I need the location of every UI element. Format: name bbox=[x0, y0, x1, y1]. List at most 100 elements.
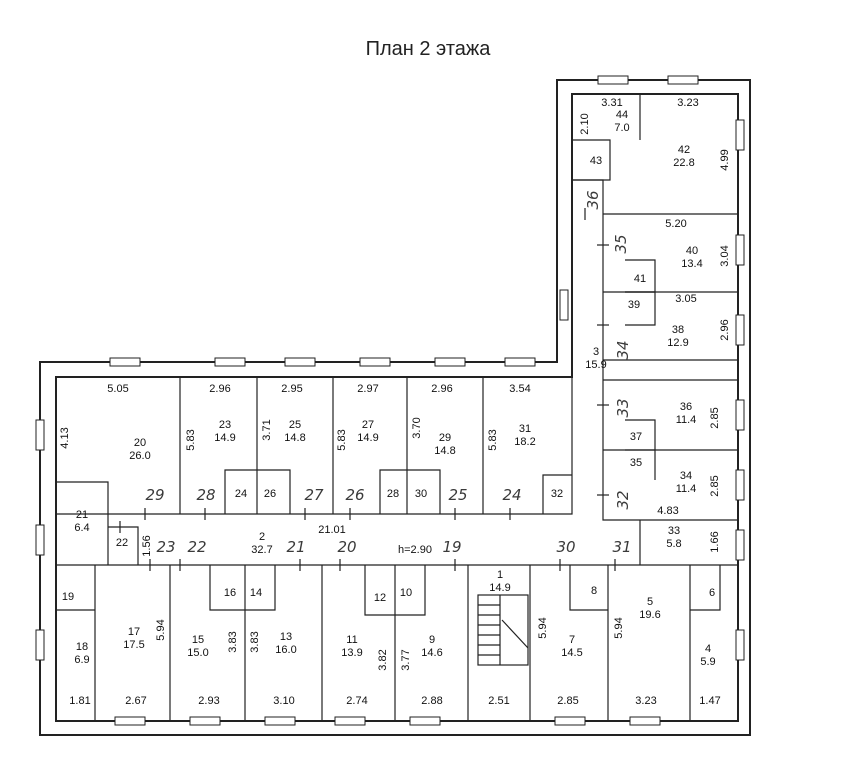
handwritten-mark: 25 bbox=[448, 486, 467, 504]
room-number: 42 bbox=[678, 144, 690, 156]
room-number: 15 bbox=[192, 634, 204, 646]
dimension-label: 3.83 bbox=[249, 631, 261, 652]
handwritten-mark: 19 bbox=[442, 538, 461, 556]
room-number: 20 bbox=[134, 437, 146, 449]
room-number: 26 bbox=[264, 488, 276, 500]
dimension-label: 3.23 bbox=[635, 695, 656, 707]
room-number: 11 bbox=[346, 634, 357, 646]
dimension-label: 3.04 bbox=[719, 245, 731, 266]
dimension-label: 2.88 bbox=[421, 695, 442, 707]
room-area: 14.9 bbox=[357, 432, 378, 444]
room-number: 4 bbox=[705, 643, 711, 655]
room-number: 1 bbox=[497, 569, 503, 581]
room-area: 14.9 bbox=[489, 582, 510, 594]
dimension-label: 4.83 bbox=[657, 505, 678, 517]
dimension-label: 5.83 bbox=[185, 429, 197, 450]
handwritten-mark: 24 bbox=[502, 486, 521, 504]
room-number: 23 bbox=[219, 419, 231, 431]
room-number: 18 bbox=[76, 641, 88, 653]
room-number: 14 bbox=[250, 587, 262, 599]
staircase bbox=[477, 594, 529, 666]
dimension-label: 2.96 bbox=[209, 383, 230, 395]
room-area: 5.9 bbox=[700, 656, 715, 668]
room-number: 29 bbox=[439, 432, 451, 444]
dimension-label: 2.51 bbox=[488, 695, 509, 707]
plan-title: План 2 этажа bbox=[366, 38, 492, 60]
room-number: 13 bbox=[280, 631, 292, 643]
room-labels: 114.9232.7315.945.9519.66714.58914.61011… bbox=[62, 109, 716, 668]
dimension-label: 2.93 bbox=[198, 695, 219, 707]
room-number: 25 bbox=[289, 419, 301, 431]
room-area: 6.4 bbox=[74, 522, 89, 534]
room-area: 22.8 bbox=[673, 157, 694, 169]
dimension-label: 1.56 bbox=[141, 535, 153, 556]
room-number: 36 bbox=[680, 401, 692, 413]
dimension-label: 2.85 bbox=[557, 695, 578, 707]
dimension-label: 21.01 bbox=[318, 524, 346, 536]
room-number: 9 bbox=[429, 634, 435, 646]
room-number: 41 bbox=[634, 273, 646, 285]
handwritten-mark: 22 bbox=[187, 538, 206, 556]
room-number: 35 bbox=[630, 457, 642, 469]
dimension-label: 2.85 bbox=[709, 475, 721, 496]
room-area: 15.0 bbox=[187, 647, 208, 659]
room-number: 10 bbox=[400, 587, 412, 599]
dimension-label: 1.47 bbox=[699, 695, 720, 707]
dimension-label: 3.71 bbox=[261, 419, 273, 440]
room-area: 14.5 bbox=[561, 647, 582, 659]
room-number: 39 bbox=[628, 299, 640, 311]
dimension-label: 2.96 bbox=[431, 383, 452, 395]
corridor-wall-top bbox=[56, 214, 738, 521]
room-number: 6 bbox=[709, 587, 715, 599]
dimension-label: 3.31 bbox=[601, 97, 622, 109]
room-area: 6.9 bbox=[74, 654, 89, 666]
dimension-label: 3.23 bbox=[677, 97, 698, 109]
windows bbox=[35, 75, 745, 726]
room-number: 7 bbox=[569, 634, 575, 646]
dimension-label: 2.74 bbox=[346, 695, 367, 707]
dimension-label: 1.81 bbox=[69, 695, 90, 707]
room-area: 7.0 bbox=[614, 122, 629, 134]
room-area: 18.2 bbox=[514, 436, 535, 448]
room-area: 11.4 bbox=[676, 483, 697, 495]
outer-wall bbox=[39, 79, 751, 736]
room-area: 12.9 bbox=[667, 337, 688, 349]
dimension-label: 3.82 bbox=[377, 649, 389, 670]
room-number: 19 bbox=[62, 591, 74, 603]
room-area: 16.0 bbox=[275, 644, 296, 656]
ceiling-height: h=2.90 bbox=[398, 544, 432, 556]
room-number: 31 bbox=[519, 423, 531, 435]
room-number: 21 bbox=[76, 509, 88, 521]
handwritten-mark: 28 bbox=[196, 486, 215, 504]
dimension-label: 4.99 bbox=[719, 149, 731, 170]
dimension-label: 2.96 bbox=[719, 319, 731, 340]
room-number: 28 bbox=[387, 488, 399, 500]
dimension-label: 2.95 bbox=[281, 383, 302, 395]
room-number: 17 bbox=[128, 626, 140, 638]
room-number: 37 bbox=[630, 431, 642, 443]
room-area: 26.0 bbox=[129, 450, 150, 462]
room-area: 13.4 bbox=[681, 258, 702, 270]
room-number: 5 bbox=[647, 596, 653, 608]
room-area: 14.8 bbox=[434, 445, 455, 457]
room-number: 22 bbox=[116, 537, 128, 549]
handwritten-mark: 30 bbox=[556, 538, 575, 556]
room-number: 2 bbox=[259, 531, 265, 543]
dimension-label: 2.67 bbox=[125, 695, 146, 707]
dimension-label: 5.94 bbox=[537, 617, 549, 638]
dimension-label: 5.20 bbox=[665, 218, 686, 230]
doors bbox=[119, 208, 616, 571]
handwritten-mark: 36 bbox=[584, 190, 602, 209]
room-area: 15.9 bbox=[585, 359, 606, 371]
dimension-label: 3.10 bbox=[273, 695, 294, 707]
handwritten-mark: 26 bbox=[345, 486, 364, 504]
top-row-partitions bbox=[56, 377, 572, 565]
dimension-label: 3.77 bbox=[400, 649, 412, 670]
room-area: 14.8 bbox=[284, 432, 305, 444]
room-number: 40 bbox=[686, 245, 698, 257]
room-number: 44 bbox=[616, 109, 628, 121]
